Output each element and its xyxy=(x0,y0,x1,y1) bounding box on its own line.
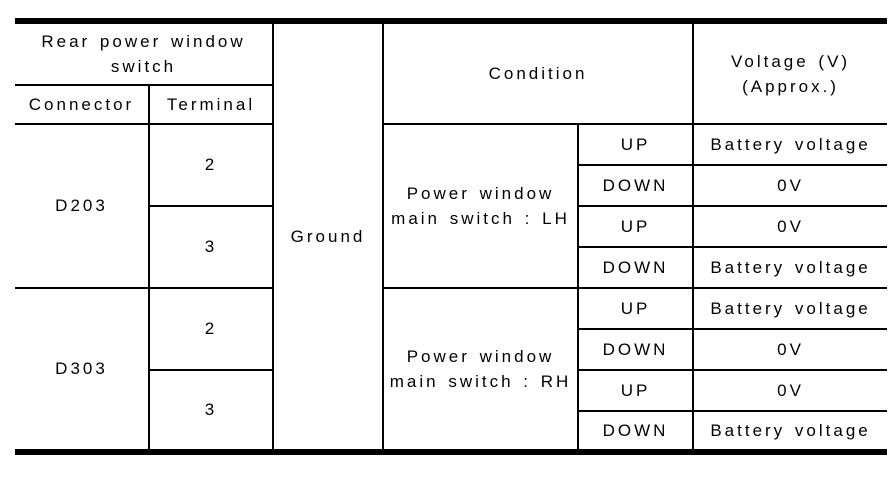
direction-cell: UP xyxy=(577,123,695,166)
table-row: DOWN 0V xyxy=(15,164,888,207)
table-row: DOWN 0V xyxy=(15,328,888,371)
table-row: DOWN Battery voltage xyxy=(15,246,888,289)
header-terminal: Terminal xyxy=(147,84,275,125)
table-row: DOWN Battery voltage xyxy=(15,410,888,453)
table-row: 3 UP 0V xyxy=(15,205,888,289)
voltage-cell: Battery voltage xyxy=(692,410,888,453)
connector-cell: D203 xyxy=(15,123,150,289)
voltage-cell: Battery voltage xyxy=(692,287,888,330)
direction-cell: UP xyxy=(577,205,695,248)
header-condition: Condition xyxy=(382,20,695,125)
header-row-1: Rear power window switch Ground Conditio… xyxy=(15,20,888,453)
terminal-cell: 2 xyxy=(147,287,275,371)
ground-cell: Ground xyxy=(272,20,385,453)
table-row: D303 2 Power window main switch : RH UP … xyxy=(15,287,888,453)
connector-cell: D303 xyxy=(15,287,150,453)
table-row: D203 2 Power window main switch : LH UP … xyxy=(15,123,888,289)
voltage-reference-table: Rear power window switch Ground Conditio… xyxy=(15,18,888,455)
direction-cell: UP xyxy=(577,369,695,412)
voltage-cell: Battery voltage xyxy=(692,123,888,166)
direction-cell: DOWN xyxy=(577,246,695,289)
terminal-cell: 2 xyxy=(147,123,275,207)
table-row: 3 UP 0V xyxy=(15,369,888,453)
voltage-cell: 0V xyxy=(692,164,888,207)
voltage-cell: 0V xyxy=(692,205,888,248)
header-rear-power-window-switch: Rear power window switch xyxy=(15,20,275,86)
voltage-cell: 0V xyxy=(692,369,888,412)
header-row-2: Connector Terminal xyxy=(15,84,887,125)
terminal-cell: 3 xyxy=(147,369,275,453)
terminal-cell: 3 xyxy=(147,205,275,289)
condition-cell: Power window main switch : LH xyxy=(382,123,580,289)
direction-cell: UP xyxy=(577,287,695,330)
voltage-cell: 0V xyxy=(692,328,888,371)
direction-cell: DOWN xyxy=(577,410,695,453)
direction-cell: DOWN xyxy=(577,328,695,371)
header-connector: Connector xyxy=(15,84,150,125)
direction-cell: DOWN xyxy=(577,164,695,207)
voltage-cell: Battery voltage xyxy=(692,246,888,289)
header-voltage: Voltage (V) (Approx.) xyxy=(692,20,888,125)
condition-cell: Power window main switch : RH xyxy=(382,287,580,453)
